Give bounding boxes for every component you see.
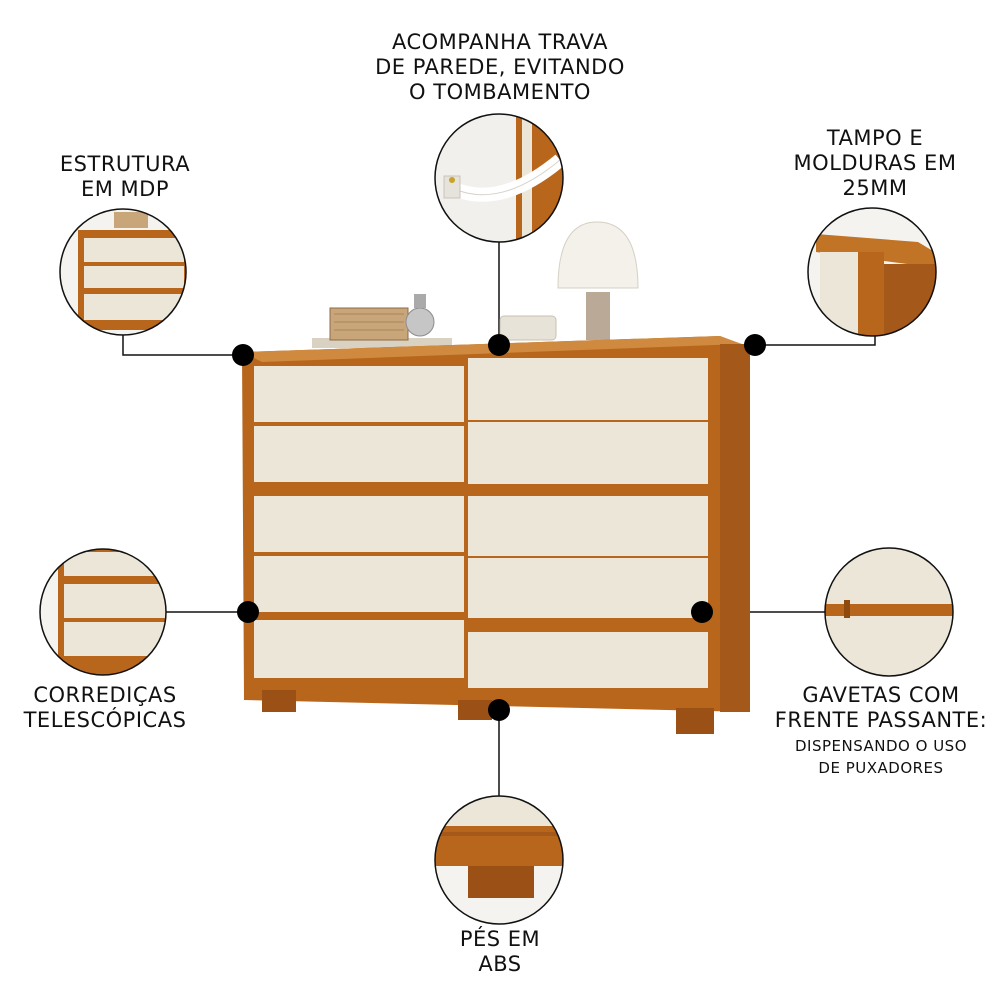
label-line: PÉS EM (459, 927, 541, 951)
label-top-frames: TAMPO E MOLDURAS EM 25MM (780, 126, 970, 201)
drawer-front (468, 632, 708, 688)
drawer-front (468, 496, 708, 556)
perfume-bottle (405, 307, 435, 337)
zoom-drawer-fronts (824, 547, 954, 677)
label-subline: DISPENSANDO O USO (794, 737, 968, 755)
label-line: GAVETAS COM (802, 683, 960, 707)
decor-objects (312, 221, 639, 348)
drawer-front (254, 426, 464, 482)
label-line: TELESCÓPICAS (23, 708, 187, 732)
label-slides: CORREDIÇAS TELESCÓPICAS (10, 683, 200, 733)
zoom-slides (39, 548, 167, 676)
dot-fronts (691, 601, 713, 623)
label-line: O TOMBAMENTO (409, 80, 591, 104)
zoom-structure (59, 208, 187, 336)
zoom-wall-lock (434, 113, 564, 243)
label-line: CORREDIÇAS (33, 683, 177, 707)
lamp-shade (557, 221, 639, 289)
connector-top (755, 335, 876, 346)
dresser (242, 336, 750, 734)
label-line: DE PAREDE, EVITANDO (375, 55, 625, 79)
dot-lock (488, 334, 510, 356)
connector-lines (122, 242, 876, 796)
label-subline: DE PUXADORES (818, 759, 944, 777)
label-line: ACOMPANHA TRAVA (391, 30, 608, 54)
label-line: MOLDURAS EM (793, 151, 957, 175)
connector-structure (122, 335, 243, 356)
label-wall-lock: ACOMPANHA TRAVA DE PAREDE, EVITANDO O TO… (360, 30, 640, 105)
label-line: FRENTE PASSANTE: (774, 708, 988, 732)
callout-dots (232, 334, 766, 721)
label-line: ABS (478, 952, 522, 976)
label-line: ESTRUTURA (59, 152, 191, 176)
drawer-front (254, 366, 464, 422)
lamp-base (586, 292, 610, 340)
dot-slides (237, 601, 259, 623)
drawer-front (468, 558, 708, 618)
label-structure: ESTRUTURA EM MDP (40, 152, 210, 202)
book-stack (312, 338, 452, 348)
foot (458, 700, 492, 720)
label-line: EM MDP (80, 177, 169, 201)
drawer-front (254, 496, 464, 552)
foot (676, 708, 714, 734)
drawer-front (468, 358, 708, 420)
label-drawer-fronts: GAVETAS COM FRENTE PASSANTE: DISPENSANDO… (768, 683, 994, 777)
candle (499, 315, 557, 341)
zoom-top-frames (807, 207, 937, 337)
foot (262, 690, 296, 712)
drawer-front (468, 422, 708, 484)
label-line: TAMPO E (826, 126, 924, 150)
dot-top (744, 334, 766, 356)
label-line: 25MM (842, 176, 908, 200)
dot-structure (232, 344, 254, 366)
dot-feet (488, 699, 510, 721)
zoom-feet (434, 795, 564, 925)
drawer-front (254, 556, 464, 612)
label-feet: PÉS EM ABS (420, 927, 580, 977)
drawer-front (254, 620, 464, 678)
